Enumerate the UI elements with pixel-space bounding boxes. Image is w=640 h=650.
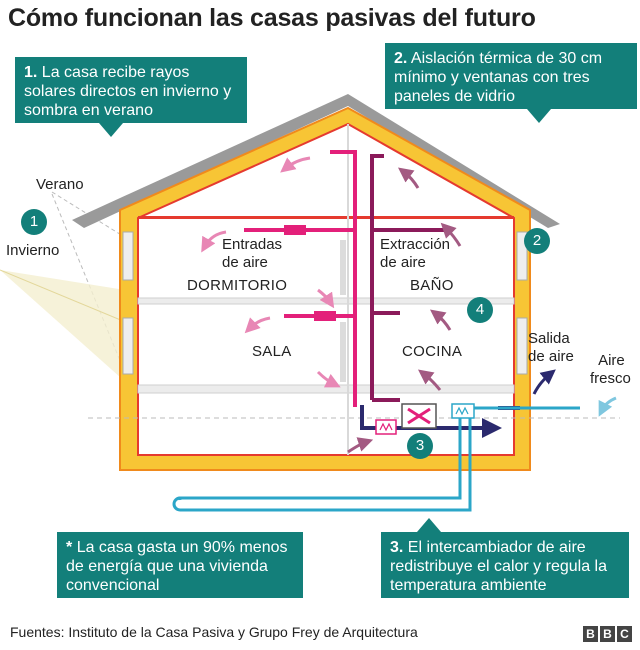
fresh-air-arrow [598, 396, 617, 417]
radiators [340, 240, 346, 382]
callout-heat-exchanger-text: El intercambiador de aire redistribuye e… [390, 539, 607, 594]
heat-exchanger [375, 403, 475, 435]
label-salida-de-aire: Salida de aire [528, 330, 574, 365]
attic-floor [138, 216, 514, 219]
room-bano: BAÑO [410, 277, 454, 294]
badge-4: 4 [467, 297, 493, 323]
exhaust-air-arrow [532, 369, 556, 395]
label-entradas-de-aire: Entradas de aire [222, 236, 283, 271]
badge-1: 1 [21, 209, 47, 235]
callout-insulation: 2. Aislación térmica de 30 cm mínimo y v… [385, 43, 637, 123]
label-extraccion-de-aire: Extracción de aire [380, 236, 451, 271]
supply-valve-upper [284, 225, 306, 235]
extract-air-arrows [347, 167, 462, 454]
callout-solar: 1. La casa recibe rayos solares directos… [15, 57, 247, 137]
label-verano: Verano [36, 176, 84, 193]
source-footer: Fuentes: Instituto de la Casa Pasiva y G… [10, 624, 418, 640]
room-sala: SALA [252, 343, 292, 360]
fresh-air-duct [172, 406, 580, 512]
badge-3: 3 [407, 433, 433, 459]
bbc-logo-letter: C [617, 626, 632, 642]
page-title: Cómo funcionan las casas pasivas del fut… [8, 4, 536, 32]
label-aire-fresco: Aire fresco [590, 352, 631, 387]
badge-2: 2 [524, 228, 550, 254]
supply-valve-lower [314, 311, 336, 321]
window-right [516, 231, 528, 375]
callout-solar-number: 1. [24, 64, 38, 81]
room-dormitorio: DORMITORIO [187, 277, 288, 294]
callout-heat-exchanger-number: 3. [390, 539, 404, 556]
callout-insulation-text: Aislación térmica de 30 cm mínimo y vent… [394, 50, 603, 105]
window-left [122, 231, 134, 375]
bbc-logo-letter: B [583, 626, 598, 642]
callout-energy-note: * La casa gasta un 90% menos de energía … [57, 532, 303, 598]
extract-duct [370, 154, 444, 402]
callout-heat-exchanger: 3. El intercambiador de aire redistribuy… [381, 518, 629, 598]
callout-energy-note-text: La casa gasta un 90% menos de energía qu… [66, 539, 288, 594]
room-cocina: COCINA [402, 343, 463, 360]
callout-insulation-number: 2. [394, 50, 408, 67]
bbc-logo: B B C [583, 626, 632, 642]
supply-air-arrows [201, 156, 341, 388]
callout-solar-text: La casa recibe rayos solares directos en… [24, 64, 232, 119]
floor-ground [137, 384, 515, 394]
bbc-logo-letter: B [600, 626, 615, 642]
label-invierno: Invierno [6, 242, 60, 259]
callout-energy-note-number: * [66, 539, 73, 556]
